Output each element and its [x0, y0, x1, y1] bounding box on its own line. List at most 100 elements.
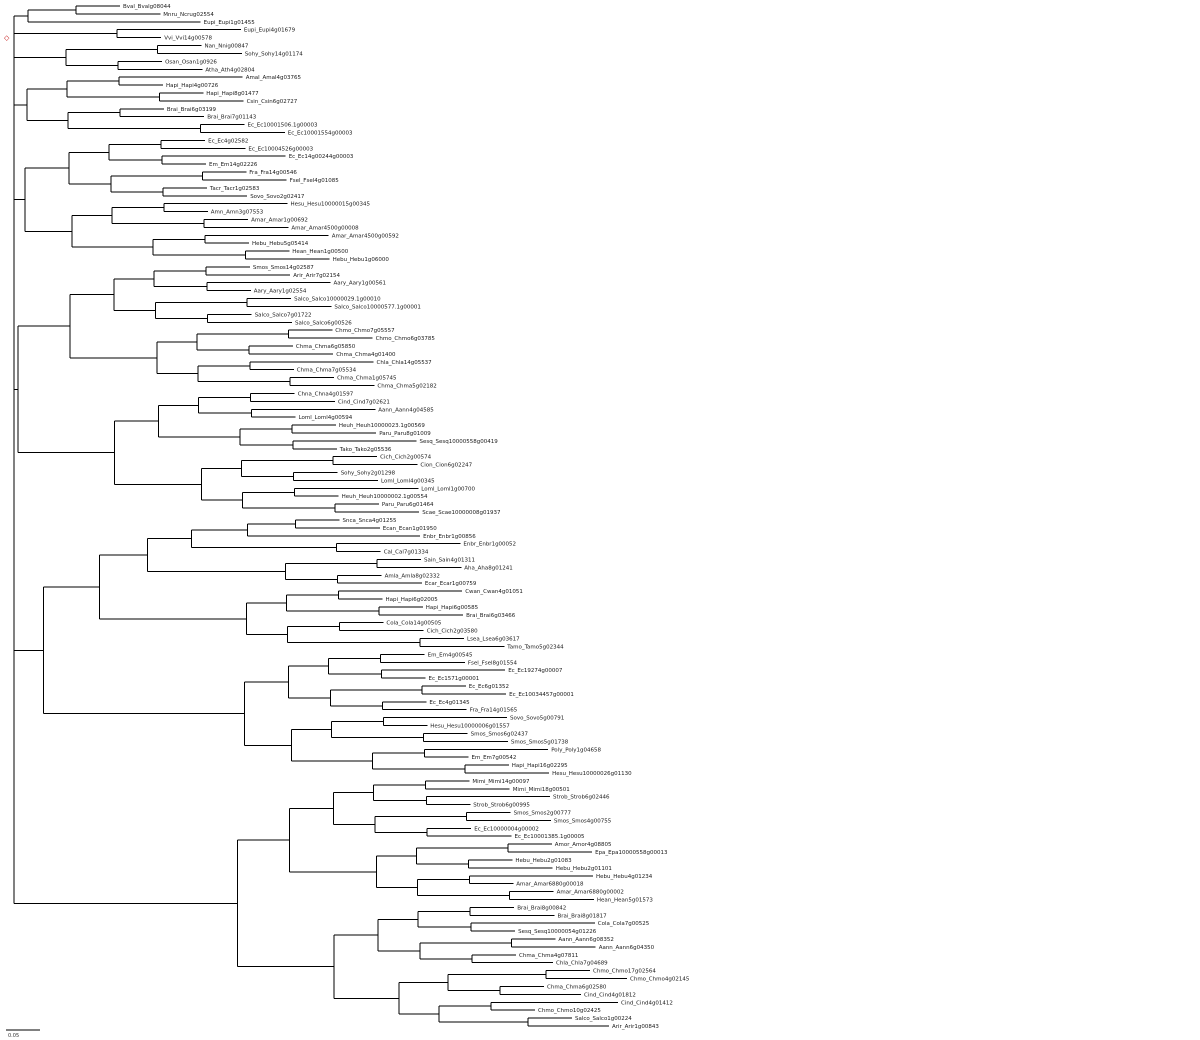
- tip-label: Ec_Ec10001385.1g00005: [515, 834, 585, 840]
- tip-label: Smos_Smos6g02437: [471, 731, 529, 737]
- tip-label: Mimi_Mimi18g00501: [513, 787, 570, 793]
- tip-label: Lsea_Lsea6g03617: [467, 637, 520, 643]
- tip-label: Chmo_Chmo17g02564: [593, 969, 656, 975]
- tip-label: Sohy_Sohy14g01174: [245, 51, 303, 57]
- tip-label: Chmo_Chmo4g02145: [630, 977, 690, 983]
- tip-label: Brai_Brai7g01143: [207, 115, 257, 121]
- tip-label: Aann_Aann6g04350: [599, 945, 655, 951]
- tip-label: Heuh_Heuh10000002.1g00554: [342, 494, 428, 500]
- tip-label: Smos_Smos4g00755: [554, 818, 612, 824]
- tip-label: Fra_Fra14g01565: [470, 708, 518, 714]
- tip-label: Enbr_Enbr1g00856: [423, 534, 476, 540]
- tip-label: Sain_Sain4g01311: [424, 557, 475, 563]
- tip-label: Amar_Amar6880g00002: [557, 890, 624, 896]
- tip-label: Strob_Strob6g02446: [553, 795, 610, 801]
- tip-label: Aary_Aary1g00561: [334, 281, 387, 287]
- tip-label: Cich_Cich2g00574: [380, 455, 431, 461]
- tip-label: Fra_Fra14g00546: [249, 170, 297, 176]
- tip-label: Mimi_Mimi14g00097: [472, 779, 530, 785]
- tip-label: Tako_Tako2g05536: [339, 447, 392, 453]
- tip-label: Tamo_Tamo5g02344: [506, 644, 564, 650]
- scale-bar: 0.05: [6, 1029, 40, 1039]
- tip-label: Smos_Smos14g02587: [253, 265, 314, 271]
- tip-label: Hapi_Hapi4g00726: [166, 83, 219, 89]
- tip-label: Ecar_Ecar1g00759: [425, 581, 477, 587]
- tip-label: Fsel_Fsel8g01554: [468, 660, 518, 666]
- tip-label: Chla_Chla14g05537: [377, 360, 433, 366]
- tip-label: Hapi_Hapi8g01477: [206, 91, 259, 97]
- tip-label: Cind_Cind4g01412: [621, 1000, 673, 1006]
- tip-label: Amar_Amar4500g00592: [332, 233, 399, 239]
- scale-bar-label: 0.05: [8, 1033, 19, 1039]
- tip-label: Salco_Salco7g01722: [255, 312, 312, 318]
- tip-label: Paru_Paru8g01009: [379, 431, 431, 437]
- tip-label: Cwan_Cwan4g01051: [465, 589, 523, 595]
- tip-label: Salco_Salco6g00526: [295, 320, 352, 326]
- tip-label: Brai_Brai8g01817: [558, 913, 608, 919]
- tip-label: Snca_Snca4g01255: [343, 518, 397, 524]
- tip-label: Chmo_Chmo6g03785: [376, 336, 436, 342]
- tip-label: Bval_Bvalg08044: [123, 4, 171, 10]
- tip-label: Aha_Aha8g01241: [464, 565, 512, 571]
- tip-label: Hapi_Hapi6g00585: [426, 605, 479, 611]
- tip-label: Sohy_Sohy2g01298: [341, 471, 396, 477]
- tip-label: Ec_Ec4g01345: [429, 700, 470, 706]
- tip-label: Chma_Chma7g05534: [297, 368, 357, 374]
- tip-label: Salco_Salco10000029.1g00010: [294, 297, 381, 303]
- tip-label: Amal_Amal4g03765: [246, 75, 302, 81]
- tip-label: Sovo_Sovo2g02417: [250, 194, 305, 200]
- tip-label: Cind_Cind4g01812: [584, 992, 636, 998]
- tip-label: Ec_Ec10004526g00003: [248, 146, 313, 152]
- tip-label: Vvi_Vvi14g00578: [164, 36, 212, 42]
- tip-label: Em_Em4g00545: [428, 652, 473, 658]
- tip-label: Aann_Aann6g08352: [558, 937, 613, 943]
- tip-label: Atha_Ath4g02804: [205, 67, 255, 73]
- tip-label: Chma_Chma4g01400: [336, 352, 396, 358]
- tip-label: Cich_Cich2g03580: [427, 629, 478, 635]
- tip-label: Ec_Ec10001554g00003: [288, 131, 353, 137]
- tip-label: Epa_Epa10000558g00013: [595, 850, 668, 856]
- tip-label: Hean_Hean5g01573: [597, 897, 653, 903]
- tip-label: Nan_Nnig00847: [205, 44, 249, 50]
- tip-label: Chla_Chla7g04689: [556, 961, 608, 967]
- tip-label: Amar_Amar6880g00018: [516, 882, 584, 888]
- tip-label: Brai_Brai6g03466: [466, 613, 516, 619]
- tip-label: Smos_Smos5g01738: [511, 739, 569, 745]
- tip-label: Sesq_Sesq10000054g01226: [518, 929, 597, 935]
- tip-label: Osan_Osan1g0926: [165, 59, 217, 65]
- tip-label: Loml_Loml1g00700: [421, 486, 475, 492]
- tip-label: Csin_Csin6g02727: [247, 99, 298, 105]
- tip-label: Cion_Cion6g02247: [420, 463, 472, 469]
- tip-label: Amar_Amar4500g00008: [291, 225, 359, 231]
- tip-label: Chma_Chma6g05850: [296, 344, 356, 350]
- tip-label: Amla_Amla8g02332: [385, 573, 440, 579]
- root-marker: ◇: [4, 34, 10, 42]
- tip-label: Chma_Chma5g02182: [377, 384, 436, 390]
- tip-label: Chmo_Chmo10g02425: [538, 1008, 601, 1014]
- tip-label: Amn_Amn3g07553: [211, 210, 264, 216]
- tip-label: Eupi_Eupi1g01455: [204, 20, 256, 26]
- tip-label: Arir_Arir1g00843: [612, 1024, 659, 1030]
- tip-label: Hesu_Hesu10000015g00345: [291, 202, 371, 208]
- tip-label: Cind_Cind7g02621: [338, 399, 390, 405]
- tip-label: Aary_Aary1g02554: [254, 289, 307, 295]
- tip-label: Scae_Scae10000008g01937: [422, 510, 501, 516]
- tip-label: Smos_Smos2g00777: [514, 811, 572, 817]
- tip-label: Hapi_Hapi6g02005: [386, 597, 439, 603]
- tip-label: Ec_Ec1571g00001: [429, 676, 480, 682]
- tip-label: Brai_Brai8g00842: [517, 905, 566, 911]
- tip-label: Heuh_Heuh10000023.1g00569: [339, 423, 425, 429]
- tip-label: Sovo_Sovo5g00791: [510, 716, 564, 722]
- tip-label: Ec_Ec6g01352: [469, 684, 509, 690]
- tip-label: Hesu_Hesu10000006g01557: [430, 724, 510, 730]
- tip-label: Arir_Arir7g02154: [293, 273, 340, 279]
- tip-label: Chna_Chna4g01597: [298, 391, 354, 397]
- tip-label: Amor_Amor4g08805: [555, 842, 612, 848]
- tip-label: Ec_Ec4g02582: [208, 138, 248, 144]
- tip-label: Ec_Ec14g00244g00003: [289, 154, 354, 160]
- tip-label: Chma_Chma4g07811: [519, 953, 578, 959]
- tip-label: Loml_Loml4g00345: [381, 478, 435, 484]
- tree-tip-labels: Bval_Bvalg08044Mnru_Ncrug02554Eupi_Eupi1…: [123, 4, 690, 1030]
- tip-label: Hebu_Hebu2g01101: [556, 866, 612, 872]
